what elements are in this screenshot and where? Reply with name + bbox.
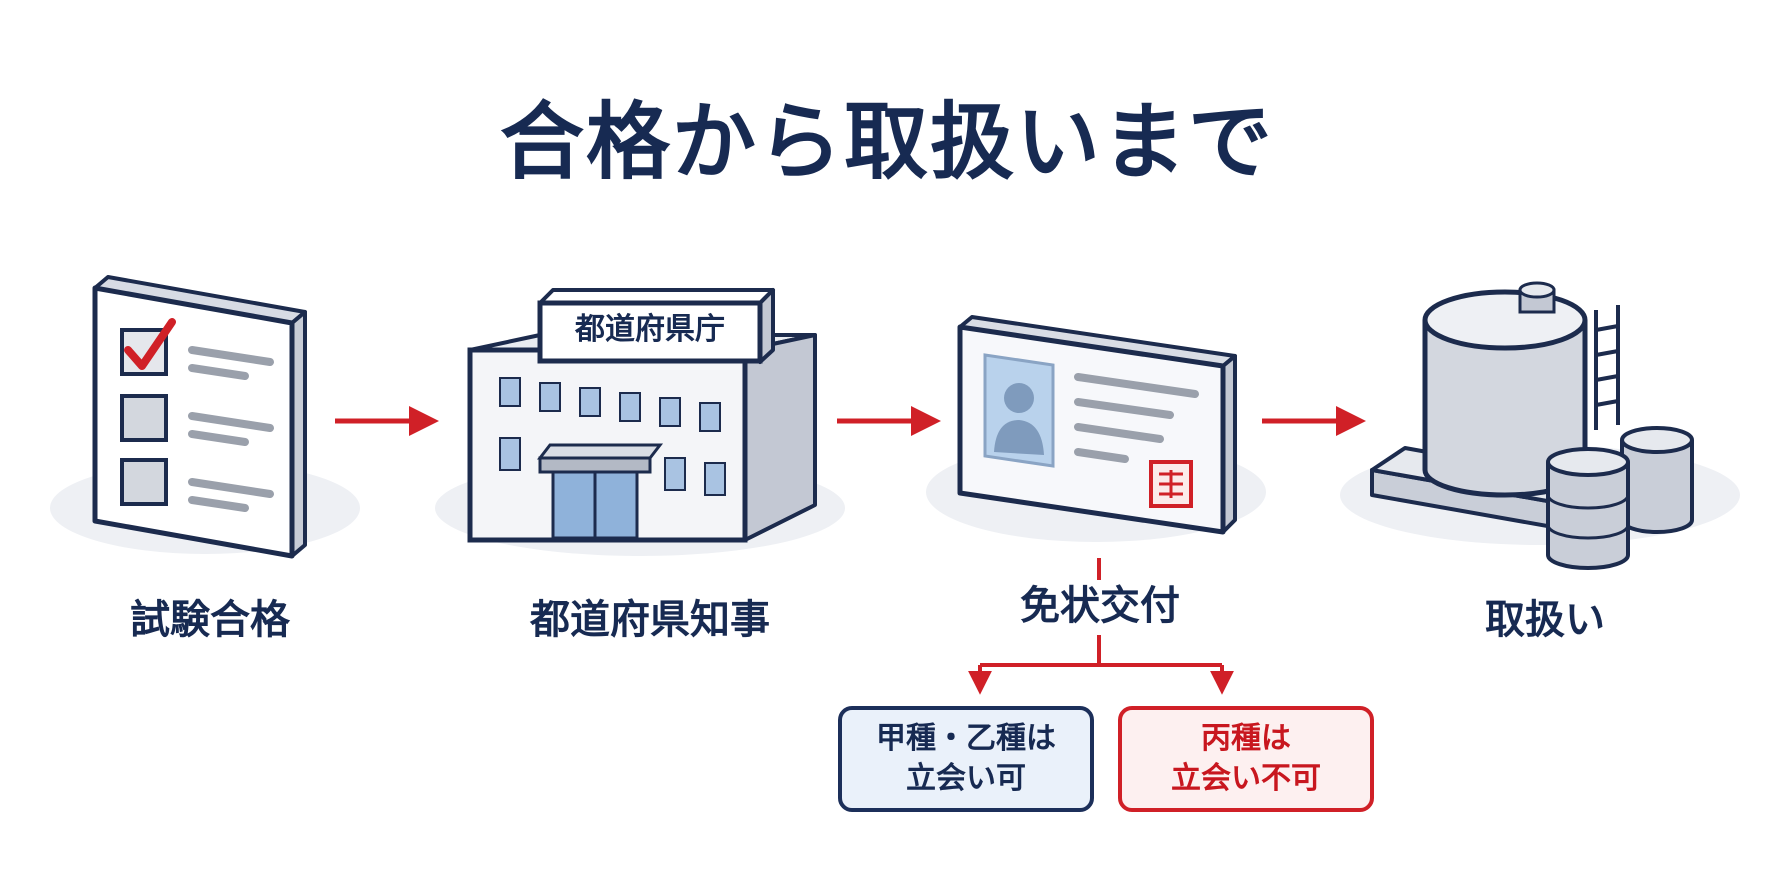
step-label-handling: 取扱い [1485, 597, 1605, 643]
branch-box-allowed-line2: 立会い可 [906, 761, 1026, 796]
step-label-governor: 都道府県知事 [530, 597, 770, 643]
branch-box-allowed: 甲種・乙種は 立会い可 [838, 706, 1094, 812]
diagram-title: 合格から取扱いまで [499, 93, 1274, 191]
branch-connector [968, 558, 1234, 695]
branch-box-not-allowed-line2: 立会い不可 [1171, 761, 1321, 796]
branch-box-not-allowed-line1: 丙種は [1201, 720, 1291, 756]
step-label-exam-pass: 試験合格 [130, 597, 290, 643]
branch-box-not-allowed: 丙種は 立会い不可 [1118, 706, 1374, 812]
government-building-icon [435, 288, 845, 556]
storage-tank-icon [1340, 281, 1740, 570]
branch-box-allowed-line1: 甲種・乙種は [876, 720, 1056, 756]
checklist-icon [50, 275, 360, 559]
building-sign: 都道府県庁 [575, 312, 725, 347]
step-label-license-issue: 免状交付 [1020, 583, 1180, 629]
license-card-icon [926, 315, 1266, 542]
